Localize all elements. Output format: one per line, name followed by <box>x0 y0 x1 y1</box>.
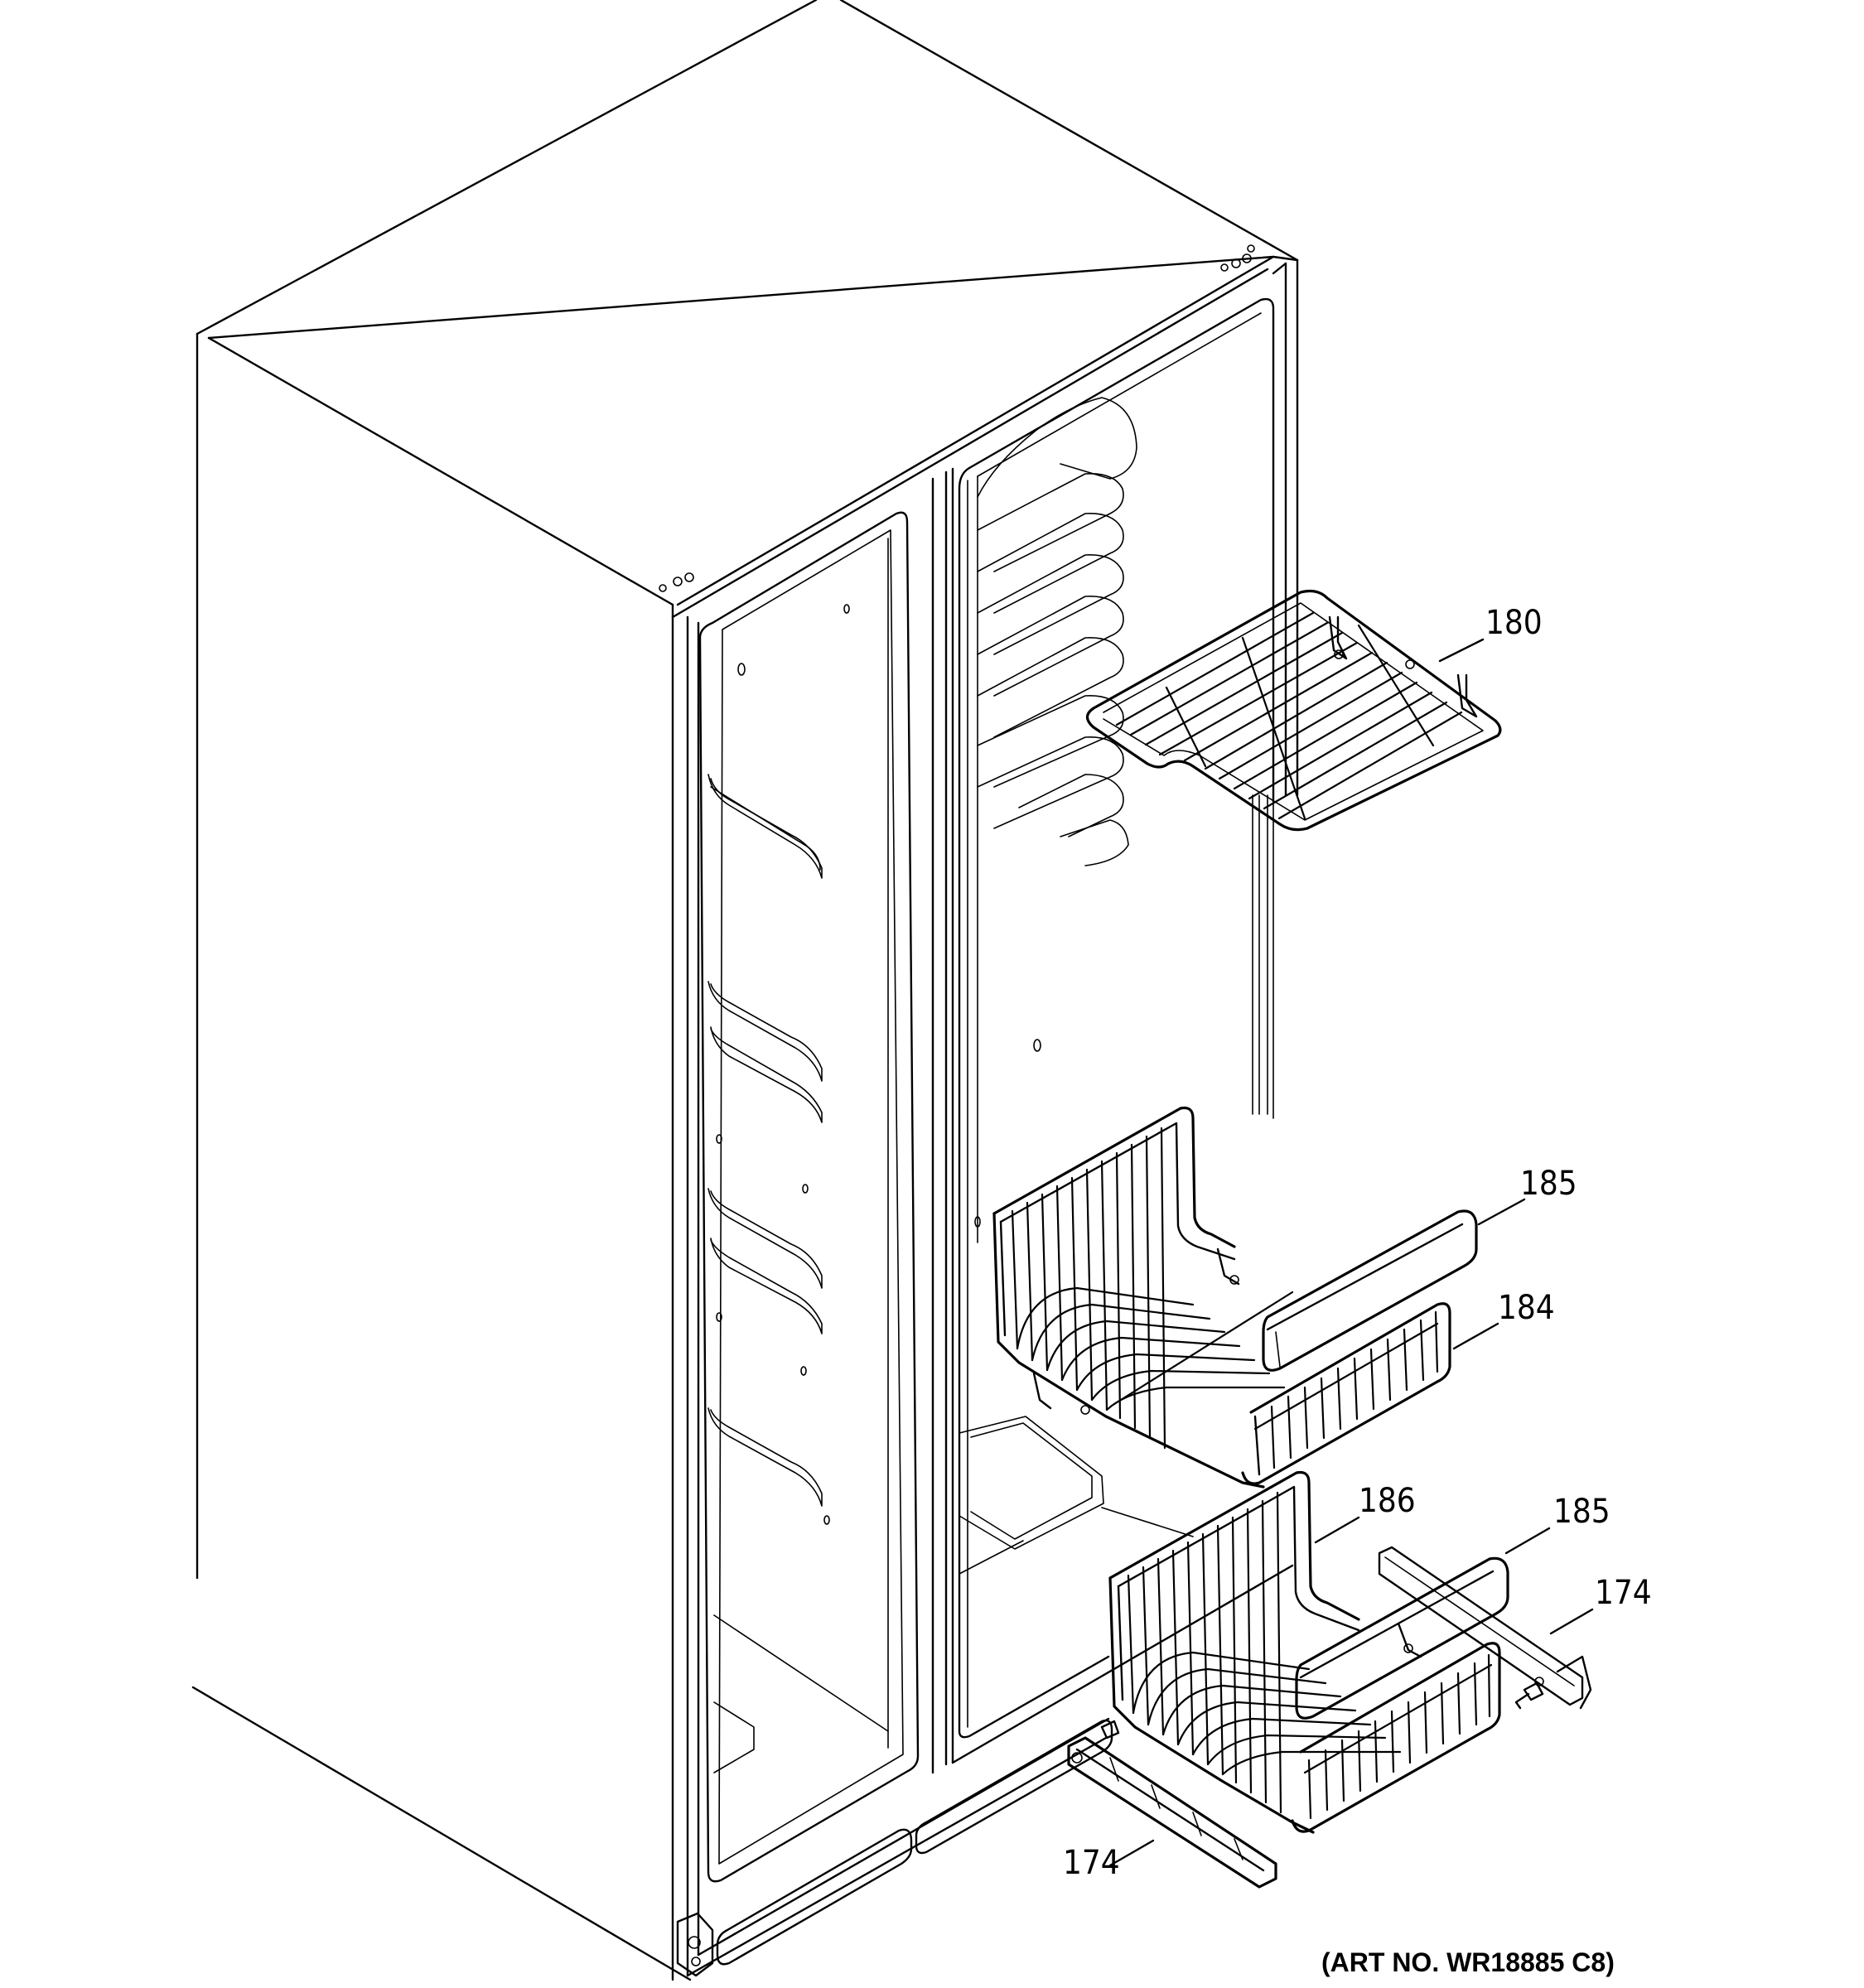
callout-184: 184 <box>1498 1289 1555 1327</box>
basket-handle-185-upper <box>1262 1209 1478 1372</box>
wire-shelf-180 <box>1085 589 1502 832</box>
wire-basket-184 <box>992 1106 1451 1489</box>
art-number-label: (ART NO. WR18885 C8) <box>1321 1947 1615 1977</box>
slide-rail-174-right <box>1378 1546 1592 1710</box>
callout-180: 180 <box>1485 604 1543 642</box>
slide-rail-174-left <box>1067 1720 1277 1889</box>
wire-basket-186 <box>1108 1470 1501 1834</box>
callout-185-lower: 185 <box>1553 1493 1610 1531</box>
freezer-liner <box>958 297 1275 1739</box>
refrigerator-cabinet <box>191 0 1299 1981</box>
leader-lines <box>1108 638 1594 1867</box>
basket-handle-185-lower <box>1295 1556 1509 1720</box>
callout-174-right: 174 <box>1595 1574 1652 1612</box>
callout-labels: 180 185 184 186 185 174 174 <box>1063 604 1652 1882</box>
callout-186: 186 <box>1359 1482 1416 1520</box>
callout-185-upper: 185 <box>1520 1165 1577 1203</box>
fresh-food-liner <box>698 511 920 1883</box>
callout-174-left: 174 <box>1063 1844 1120 1882</box>
